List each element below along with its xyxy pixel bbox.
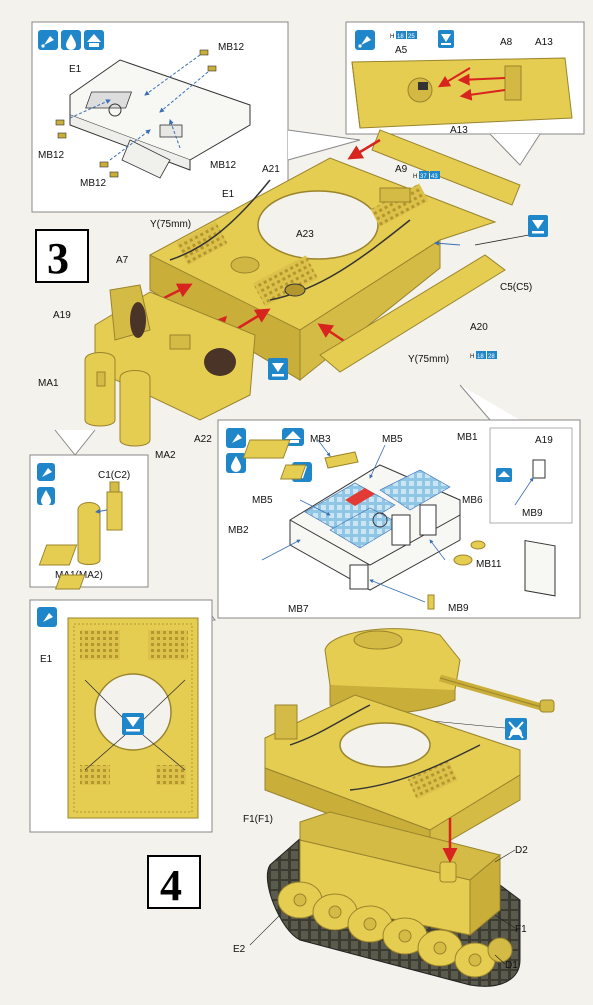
glue-icon — [37, 463, 55, 481]
label-a8: A8 — [500, 37, 513, 48]
svg-text:18: 18 — [477, 354, 484, 360]
label-mb9-a: MB9 — [448, 603, 469, 614]
label-a7: A7 — [116, 255, 129, 266]
label-ma2: MA2 — [155, 450, 176, 461]
label-c5: C5(C5) — [500, 282, 532, 293]
label-mb12-c: MB12 — [210, 160, 237, 171]
svg-text:H: H — [470, 354, 474, 360]
lower-hull-assembly — [266, 811, 521, 987]
label-mb2: MB2 — [228, 525, 249, 536]
label-y75-a: Y(75mm) — [150, 219, 191, 230]
step-number-box: 3 — [35, 229, 89, 283]
label-y75-b: Y(75mm) — [408, 354, 449, 365]
label-mb12-a: MB12 — [218, 42, 245, 53]
exhaust-guards — [84, 352, 151, 447]
label-mb12-d: MB12 — [80, 178, 107, 189]
step-number-3: 3 — [47, 234, 69, 283]
label-e1-bottom: E1 — [40, 654, 53, 665]
label-e1: E1 — [222, 189, 235, 200]
svg-text:43: 43 — [431, 174, 438, 180]
cement-drop-icon — [61, 30, 81, 50]
label-ma1: MA1 — [38, 378, 59, 389]
step-3: 3 — [35, 125, 548, 461]
apply-icon — [438, 30, 454, 48]
label-mb6: MB6 — [462, 495, 483, 506]
paint-code-badge: H 18 28 — [470, 351, 497, 360]
flip-icon — [496, 468, 512, 482]
label-a13-inset: A13 — [535, 37, 553, 48]
mb12-parts — [55, 49, 217, 178]
label-mb7: MB7 — [288, 604, 309, 615]
glue-icon — [37, 607, 57, 627]
apply-icon — [528, 215, 548, 237]
label-e2: E2 — [233, 944, 246, 955]
glue-icon — [226, 428, 246, 448]
label-mb3: MB3 — [310, 434, 331, 445]
apply-icon — [268, 358, 288, 380]
svg-text:H: H — [413, 174, 417, 180]
label-a13: A13 — [450, 125, 468, 136]
label-d2: D2 — [515, 845, 528, 856]
cement-drop-icon — [37, 487, 55, 506]
label-a21: A21 — [262, 164, 280, 175]
part-c5 — [319, 254, 506, 373]
svg-text:28: 28 — [488, 354, 495, 360]
apply-icon — [122, 713, 144, 735]
label-e1-inset: E1 — [69, 64, 82, 75]
glue-icon — [38, 30, 58, 50]
svg-text:H: H — [390, 34, 394, 40]
cement-drop-icon — [226, 453, 246, 473]
turret-part — [324, 628, 555, 714]
paint-code-badge: H 18 25 — [390, 31, 417, 40]
glue-icon — [355, 30, 375, 50]
label-a19: A19 — [53, 310, 71, 321]
flip-icon — [84, 30, 104, 50]
label-mb11: MB11 — [476, 559, 502, 570]
svg-text:18: 18 — [397, 34, 404, 40]
label-f1-f1: F1(F1) — [243, 814, 273, 825]
upper-hull-assembled — [264, 694, 521, 853]
label-mb9-b: MB9 — [522, 508, 543, 519]
inset-pe-engine-deck: MB3 MB5 MB1 MB6 MB5 MB2 MB7 MB11 MB9 A19… — [38, 384, 581, 619]
label-a9: A9 — [395, 164, 408, 175]
svg-text:25: 25 — [408, 34, 415, 40]
label-a22: A22 — [194, 434, 212, 445]
label-mb5-b: MB5 — [252, 495, 273, 506]
label-a23: A23 — [296, 229, 314, 240]
inset-e1-pe: E1 MB12 MB12 MB12 MB12 — [31, 21, 361, 213]
do-not-glue-icon — [505, 718, 527, 740]
label-f1: F1 — [515, 924, 527, 935]
label-d1: D1 — [505, 960, 518, 971]
svg-text:37: 37 — [420, 174, 427, 180]
road-wheels — [277, 881, 496, 978]
inset-e1-top-view: E1 — [29, 599, 216, 833]
label-a19-inset: A19 — [535, 435, 553, 446]
step-4: 4 — [147, 628, 555, 987]
label-a5: A5 — [395, 45, 408, 56]
label-mb1: MB1 — [457, 432, 478, 443]
label-mb5-a: MB5 — [382, 434, 403, 445]
inset-a13: H 18 25 A5 A8 A13 — [345, 21, 585, 166]
step-number-4: 4 — [160, 861, 182, 910]
label-mb12-b: MB12 — [38, 150, 65, 161]
step-number-box: 4 — [147, 855, 201, 910]
label-c1-c2: C1(C2) — [98, 470, 130, 481]
paint-code-badge: H 37 43 — [413, 171, 440, 180]
label-a20: A20 — [470, 322, 488, 333]
